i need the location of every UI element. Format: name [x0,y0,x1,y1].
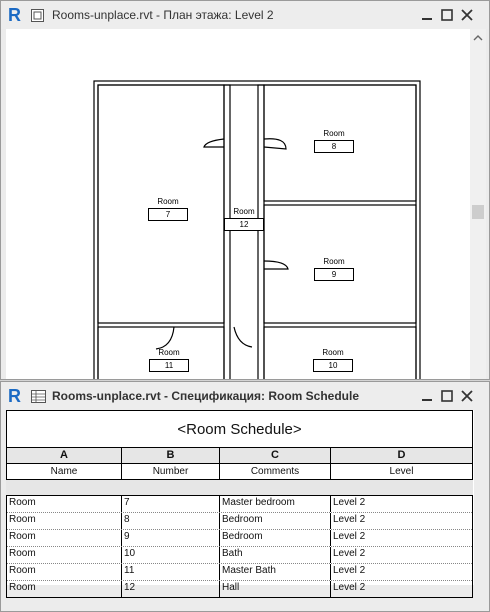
scrollbar-thumb[interactable] [472,205,484,219]
room-label-7[interactable]: Room 7 [148,197,188,221]
column-header-comments[interactable]: Comments [220,464,331,479]
schedule-view-icon [31,390,46,403]
cell-level[interactable]: Level 2 [333,548,366,559]
room-number-tag: 12 [224,218,264,231]
schedule-titlebar[interactable]: R Rooms-unplace.rvt - Спецификация: Room… [1,382,489,410]
table-row[interactable]: Room 11 Master Bath Level 2 [7,564,472,581]
room-number-tag: 9 [314,268,354,281]
table-row[interactable]: Room 10 Bath Level 2 [7,547,472,564]
floor-plan-titlebar[interactable]: R Rooms-unplace.rvt - План этажа: Level … [1,1,489,29]
floor-plan-window[interactable]: R Rooms-unplace.rvt - План этажа: Level … [0,0,490,380]
column-letter-c[interactable]: C [220,448,331,463]
cell-number[interactable]: 7 [122,496,220,512]
cell-comments[interactable]: Master Bath [220,564,331,580]
revit-logo-icon: R [8,386,21,406]
cell-level[interactable]: Level 2 [333,531,366,542]
cell-name[interactable]: Room [7,547,122,563]
cell-comments[interactable]: Bath [220,547,331,563]
cell-name[interactable]: Room [7,581,122,597]
column-header-number[interactable]: Number [122,464,220,479]
room-label-12[interactable]: Room 12 [224,207,264,231]
room-name: Room [233,207,255,216]
cell-name[interactable]: Room [7,513,122,529]
schedule-rows: Room 7 Master bedroom Level 2 Room 8 Bed… [6,495,473,598]
minimize-icon[interactable] [419,388,435,404]
room-number-tag: 10 [313,359,353,372]
cell-comments[interactable]: Bedroom [220,513,331,529]
cell-name[interactable]: Room [7,530,122,546]
room-label-11[interactable]: Room 11 [149,348,189,372]
cell-level[interactable]: Level 2 [333,565,366,576]
column-header-name[interactable]: Name [7,464,122,479]
cell-number[interactable]: 8 [122,513,220,529]
table-row[interactable]: Room 9 Bedroom Level 2 [7,530,472,547]
cell-level[interactable]: Level 2 [333,582,366,593]
scroll-up-icon[interactable] [470,31,486,45]
close-icon[interactable] [459,7,475,23]
column-letter-b[interactable]: B [122,448,220,463]
close-icon[interactable] [459,388,475,404]
room-name: Room [322,348,344,357]
cell-name[interactable]: Room [7,496,122,512]
room-number-tag: 7 [148,208,188,221]
column-header-row: Name Number Comments Level [6,464,473,480]
cell-comments[interactable]: Bedroom [220,530,331,546]
column-letter-a[interactable]: A [7,448,122,463]
schedule-window-title: Rooms-unplace.rvt - Спецификация: Room S… [52,389,360,403]
floor-plan-drawing [93,80,421,379]
schedule-window[interactable]: R Rooms-unplace.rvt - Спецификация: Room… [0,381,490,612]
cell-comments[interactable]: Hall [220,581,331,597]
maximize-icon[interactable] [439,7,455,23]
cell-number[interactable]: 11 [122,564,220,580]
cell-name[interactable]: Room [7,564,122,580]
header-spacer [6,480,473,495]
maximize-icon[interactable] [439,388,455,404]
schedule-table[interactable]: <Room Schedule> A B C D Name Number Comm… [6,410,474,598]
room-name: Room [158,348,180,357]
cell-level[interactable]: Level 2 [333,497,366,508]
schedule-title[interactable]: <Room Schedule> [6,410,473,448]
table-row[interactable]: Room 12 Hall Level 2 [7,581,472,597]
revit-logo-icon: R [8,5,21,25]
room-name: Room [323,129,345,138]
column-header-level[interactable]: Level [389,466,414,477]
floor-plan-view-icon [31,9,44,22]
room-name: Room [157,197,179,206]
schedule-content[interactable]: <Room Schedule> A B C D Name Number Comm… [1,410,489,598]
minimize-icon[interactable] [419,7,435,23]
room-number-tag: 11 [149,359,189,372]
column-letter-d[interactable]: D [331,448,472,463]
room-number-tag: 8 [314,140,354,153]
floor-plan-canvas[interactable]: Room 8 Room 7 Room 12 Room 9 Room 11 Roo… [6,29,470,379]
cell-comments[interactable]: Master bedroom [220,496,331,512]
table-row[interactable]: Room 8 Bedroom Level 2 [7,513,472,530]
cell-number[interactable]: 9 [122,530,220,546]
table-row[interactable]: Room 7 Master bedroom Level 2 [7,496,472,513]
cell-level[interactable]: Level 2 [333,514,366,525]
vertical-scrollbar[interactable] [470,29,486,379]
room-name: Room [323,257,345,266]
room-label-8[interactable]: Room 8 [314,129,354,153]
floor-plan-window-title: Rooms-unplace.rvt - План этажа: Level 2 [52,8,274,22]
cell-number[interactable]: 12 [122,581,220,597]
cell-number[interactable]: 10 [122,547,220,563]
room-label-9[interactable]: Room 9 [314,257,354,281]
room-label-10[interactable]: Room 10 [313,348,353,372]
column-letter-row: A B C D [6,448,473,464]
